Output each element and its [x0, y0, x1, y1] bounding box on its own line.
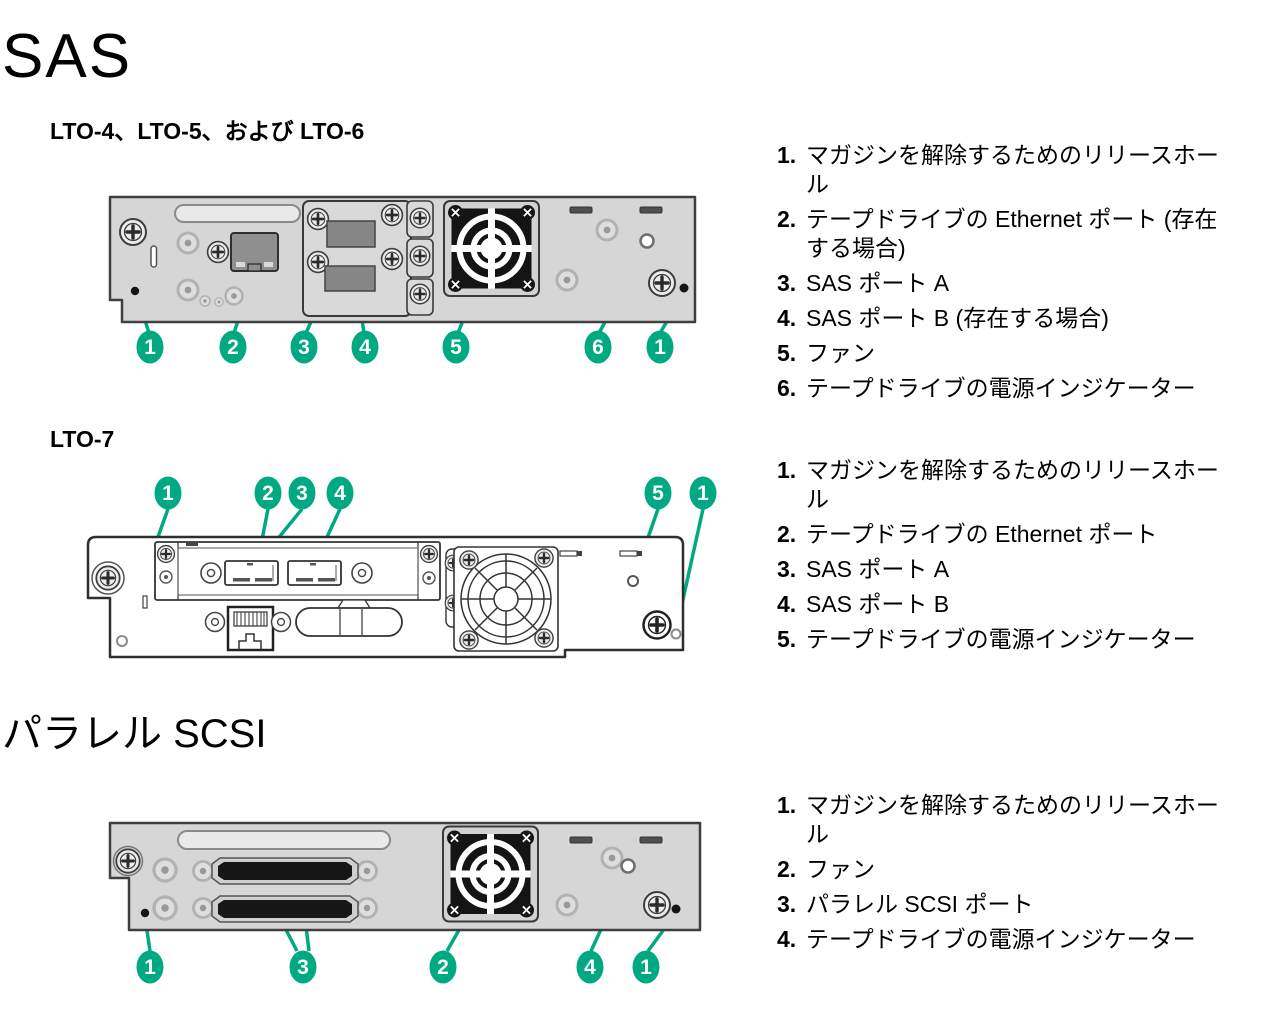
release-hole-right	[670, 628, 682, 640]
svg-text:2: 2	[262, 482, 274, 505]
svg-text:3: 3	[297, 956, 309, 979]
svg-text:1: 1	[144, 956, 156, 979]
list-item: 6.テープドライブの電源インジケーター	[777, 375, 1196, 401]
diagram-parallel-scsi-rear-panel: 1 3 2 4 1	[108, 821, 702, 984]
callout-badges: 1 2 3 4 5 1	[154, 476, 717, 510]
release-hole-left	[116, 635, 128, 647]
handle	[295, 599, 403, 637]
svg-text:4: 4	[359, 336, 371, 359]
list-item: 5.ファン	[777, 340, 875, 366]
screw-bottom-right	[642, 610, 672, 640]
svg-text:2: 2	[437, 956, 449, 979]
scsi-port-b	[211, 895, 359, 923]
callout-badges: 1 3 2 4 1	[136, 950, 660, 984]
sas-port-a	[224, 560, 279, 586]
release-hole-right	[679, 283, 689, 293]
standoff	[555, 268, 579, 292]
ethernet-port	[230, 232, 279, 272]
sas-port-a	[326, 220, 376, 248]
svg-text:5: 5	[450, 336, 462, 359]
diagram-lto456-rear-panel: 1 2 3 4 5 6 1	[108, 195, 697, 364]
fan	[443, 827, 538, 922]
sas-module	[154, 541, 441, 601]
standoff	[204, 611, 226, 633]
heading-parallel-scsi: パラレル SCSI	[2, 712, 267, 756]
vent-slot	[639, 206, 663, 214]
vent-slot	[639, 836, 663, 844]
callout-list-lto456: 1.マガジンを解除するためのリリースホール 2.テープドライブの Etherne…	[777, 141, 1229, 409]
screw-icon	[114, 847, 142, 875]
heading-sas: SAS	[2, 22, 133, 91]
standoff	[270, 611, 292, 633]
subheading-lto-7: LTO-7	[50, 426, 115, 452]
svg-text:3: 3	[298, 336, 310, 359]
svg-text:2: 2	[227, 336, 239, 359]
release-hole-left	[140, 908, 150, 918]
screw-icon	[206, 240, 230, 264]
scsi-port-a	[211, 857, 359, 885]
handle	[177, 830, 391, 850]
list-item: 3.SAS ポート A	[777, 556, 950, 582]
callout-badges: 1 2 3 4 5 6 1	[136, 330, 674, 364]
standoff	[555, 893, 579, 917]
power-indicator-led	[627, 575, 639, 587]
screw-icon	[647, 268, 677, 298]
list-item: 2.テープドライブの Ethernet ポート (存在する場合)	[777, 206, 1218, 261]
screw-column	[406, 200, 434, 316]
svg-text:6: 6	[592, 336, 604, 359]
svg-text:4: 4	[334, 482, 346, 505]
list-item: 4.SAS ポート B (存在する場合)	[777, 305, 1109, 331]
vent-slot	[569, 206, 593, 214]
callout-list-lto7: 1.マガジンを解除するためのリリースホール 2.テープドライブの Etherne…	[777, 456, 1229, 660]
standoff	[600, 846, 624, 870]
screw-icon	[118, 217, 148, 247]
svg-text:1: 1	[640, 956, 652, 979]
list-item: 4.テープドライブの電源インジケーター	[777, 926, 1196, 952]
list-item: 5.テープドライブの電源インジケーター	[777, 626, 1196, 652]
svg-text:1: 1	[654, 336, 666, 359]
list-item: 2.テープドライブの Ethernet ポート	[777, 521, 1158, 547]
svg-text:5: 5	[652, 482, 664, 505]
svg-text:1: 1	[144, 336, 156, 359]
vent-slot	[569, 836, 593, 844]
list-item: 2.ファン	[777, 856, 875, 882]
vent-slots-right	[559, 550, 642, 557]
list-item: 1.マガジンを解除するためのリリースホール	[777, 457, 1219, 512]
list-item: 1.マガジンを解除するためのリリースホール	[777, 792, 1219, 847]
sas-module	[302, 200, 412, 317]
release-hole-left	[130, 286, 140, 296]
diagram-lto7-rear-panel: 1 2 3 4 5 1	[86, 476, 717, 659]
list-item: 4.SAS ポート B	[777, 591, 950, 617]
screw-ring	[112, 845, 144, 877]
handle	[174, 204, 301, 223]
power-indicator-led	[620, 858, 636, 874]
standoff	[595, 218, 619, 242]
list-item: 3.SAS ポート A	[777, 270, 950, 296]
screw-icon	[642, 890, 672, 920]
fan	[444, 201, 539, 296]
screw-icon	[94, 564, 122, 592]
subheading-lto-4-5-6: LTO-4、LTO-5、および LTO-6	[50, 118, 365, 144]
callout-list-parallel-scsi: 1.マガジンを解除するためのリリースホール 2.ファン 3.パラレル SCSI …	[777, 791, 1229, 960]
release-hole-right	[671, 904, 681, 914]
list-item: 1.マガジンを解除するためのリリースホール	[777, 142, 1219, 197]
sas-port-b	[324, 265, 376, 292]
sas-port-b	[287, 560, 342, 586]
svg-text:1: 1	[162, 482, 174, 505]
fan	[454, 547, 558, 651]
svg-text:3: 3	[296, 482, 308, 505]
list-item: 3.パラレル SCSI ポート	[777, 891, 1034, 917]
svg-text:4: 4	[584, 956, 596, 979]
vent-slot	[142, 595, 148, 609]
ethernet-port	[226, 605, 275, 652]
vent-slot	[150, 245, 158, 268]
svg-text:1: 1	[697, 482, 709, 505]
power-indicator-led	[639, 233, 655, 249]
